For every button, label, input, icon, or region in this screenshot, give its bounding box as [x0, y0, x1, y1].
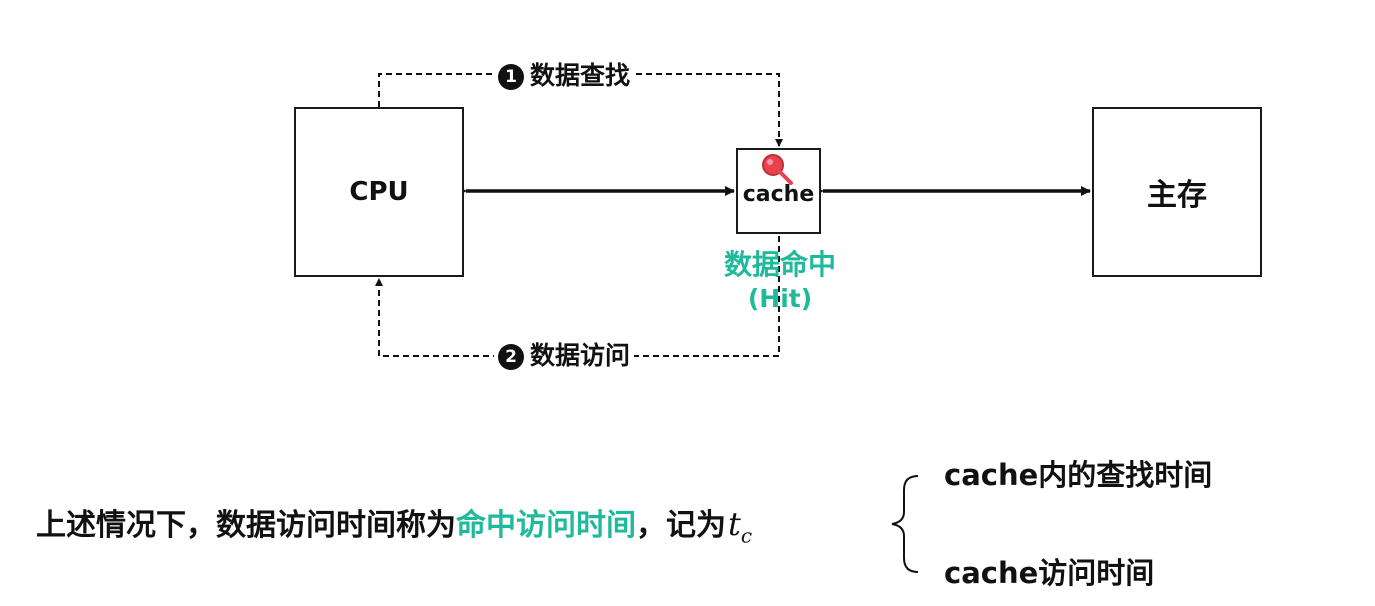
- component-cache-lookup-time: cache内的查找时间: [944, 458, 1213, 492]
- curly-brace: [891, 475, 919, 573]
- main-memory-box: 主存: [1092, 107, 1262, 277]
- cpu-label: CPU: [349, 177, 409, 207]
- hit-access-time-term: 命中访问时间: [456, 508, 636, 543]
- cache-label: cache: [742, 181, 815, 207]
- summary-suffix: ，记为: [636, 508, 726, 543]
- component-cache-access-time: cache访问时间: [944, 556, 1155, 590]
- access-step-text: 数据访问: [530, 341, 631, 370]
- step-2-badge: 2: [498, 344, 524, 370]
- main-memory-label: 主存: [1147, 178, 1207, 213]
- cache-hit-title: 数据命中: [723, 248, 836, 281]
- cpu-box: CPU: [294, 107, 464, 277]
- tc-variable-base: t: [728, 505, 741, 543]
- tc-variable: tc: [728, 505, 752, 547]
- tc-variable-subscript: c: [740, 523, 753, 548]
- cache-hit-subtitle: (Hit): [747, 284, 813, 313]
- lookup-step-text: 数据查找: [530, 61, 631, 90]
- summary-prefix: 上述情况下，数据访问时间称为: [36, 508, 456, 543]
- step-1-badge: 1: [498, 64, 524, 90]
- summary-sentence: 上述情况下，数据访问时间称为命中访问时间，记为tc: [36, 500, 752, 547]
- magnifier-icon: [762, 154, 793, 185]
